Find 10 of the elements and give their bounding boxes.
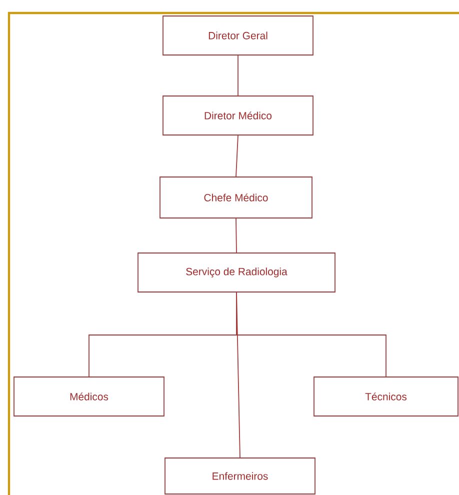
connector-line <box>236 218 237 253</box>
org-box: Diretor Médico <box>162 96 314 136</box>
org-box: Chefe Médico <box>160 176 312 218</box>
org-box: Enfermeiros <box>164 458 316 494</box>
connector-line <box>236 292 240 458</box>
org-box: Diretor Geral <box>162 16 314 56</box>
org-box: Serviço de Radiologia <box>138 252 336 292</box>
connector-line <box>236 135 238 177</box>
org-box: Técnicos <box>314 376 458 416</box>
org-box: Médicos <box>14 376 164 416</box>
